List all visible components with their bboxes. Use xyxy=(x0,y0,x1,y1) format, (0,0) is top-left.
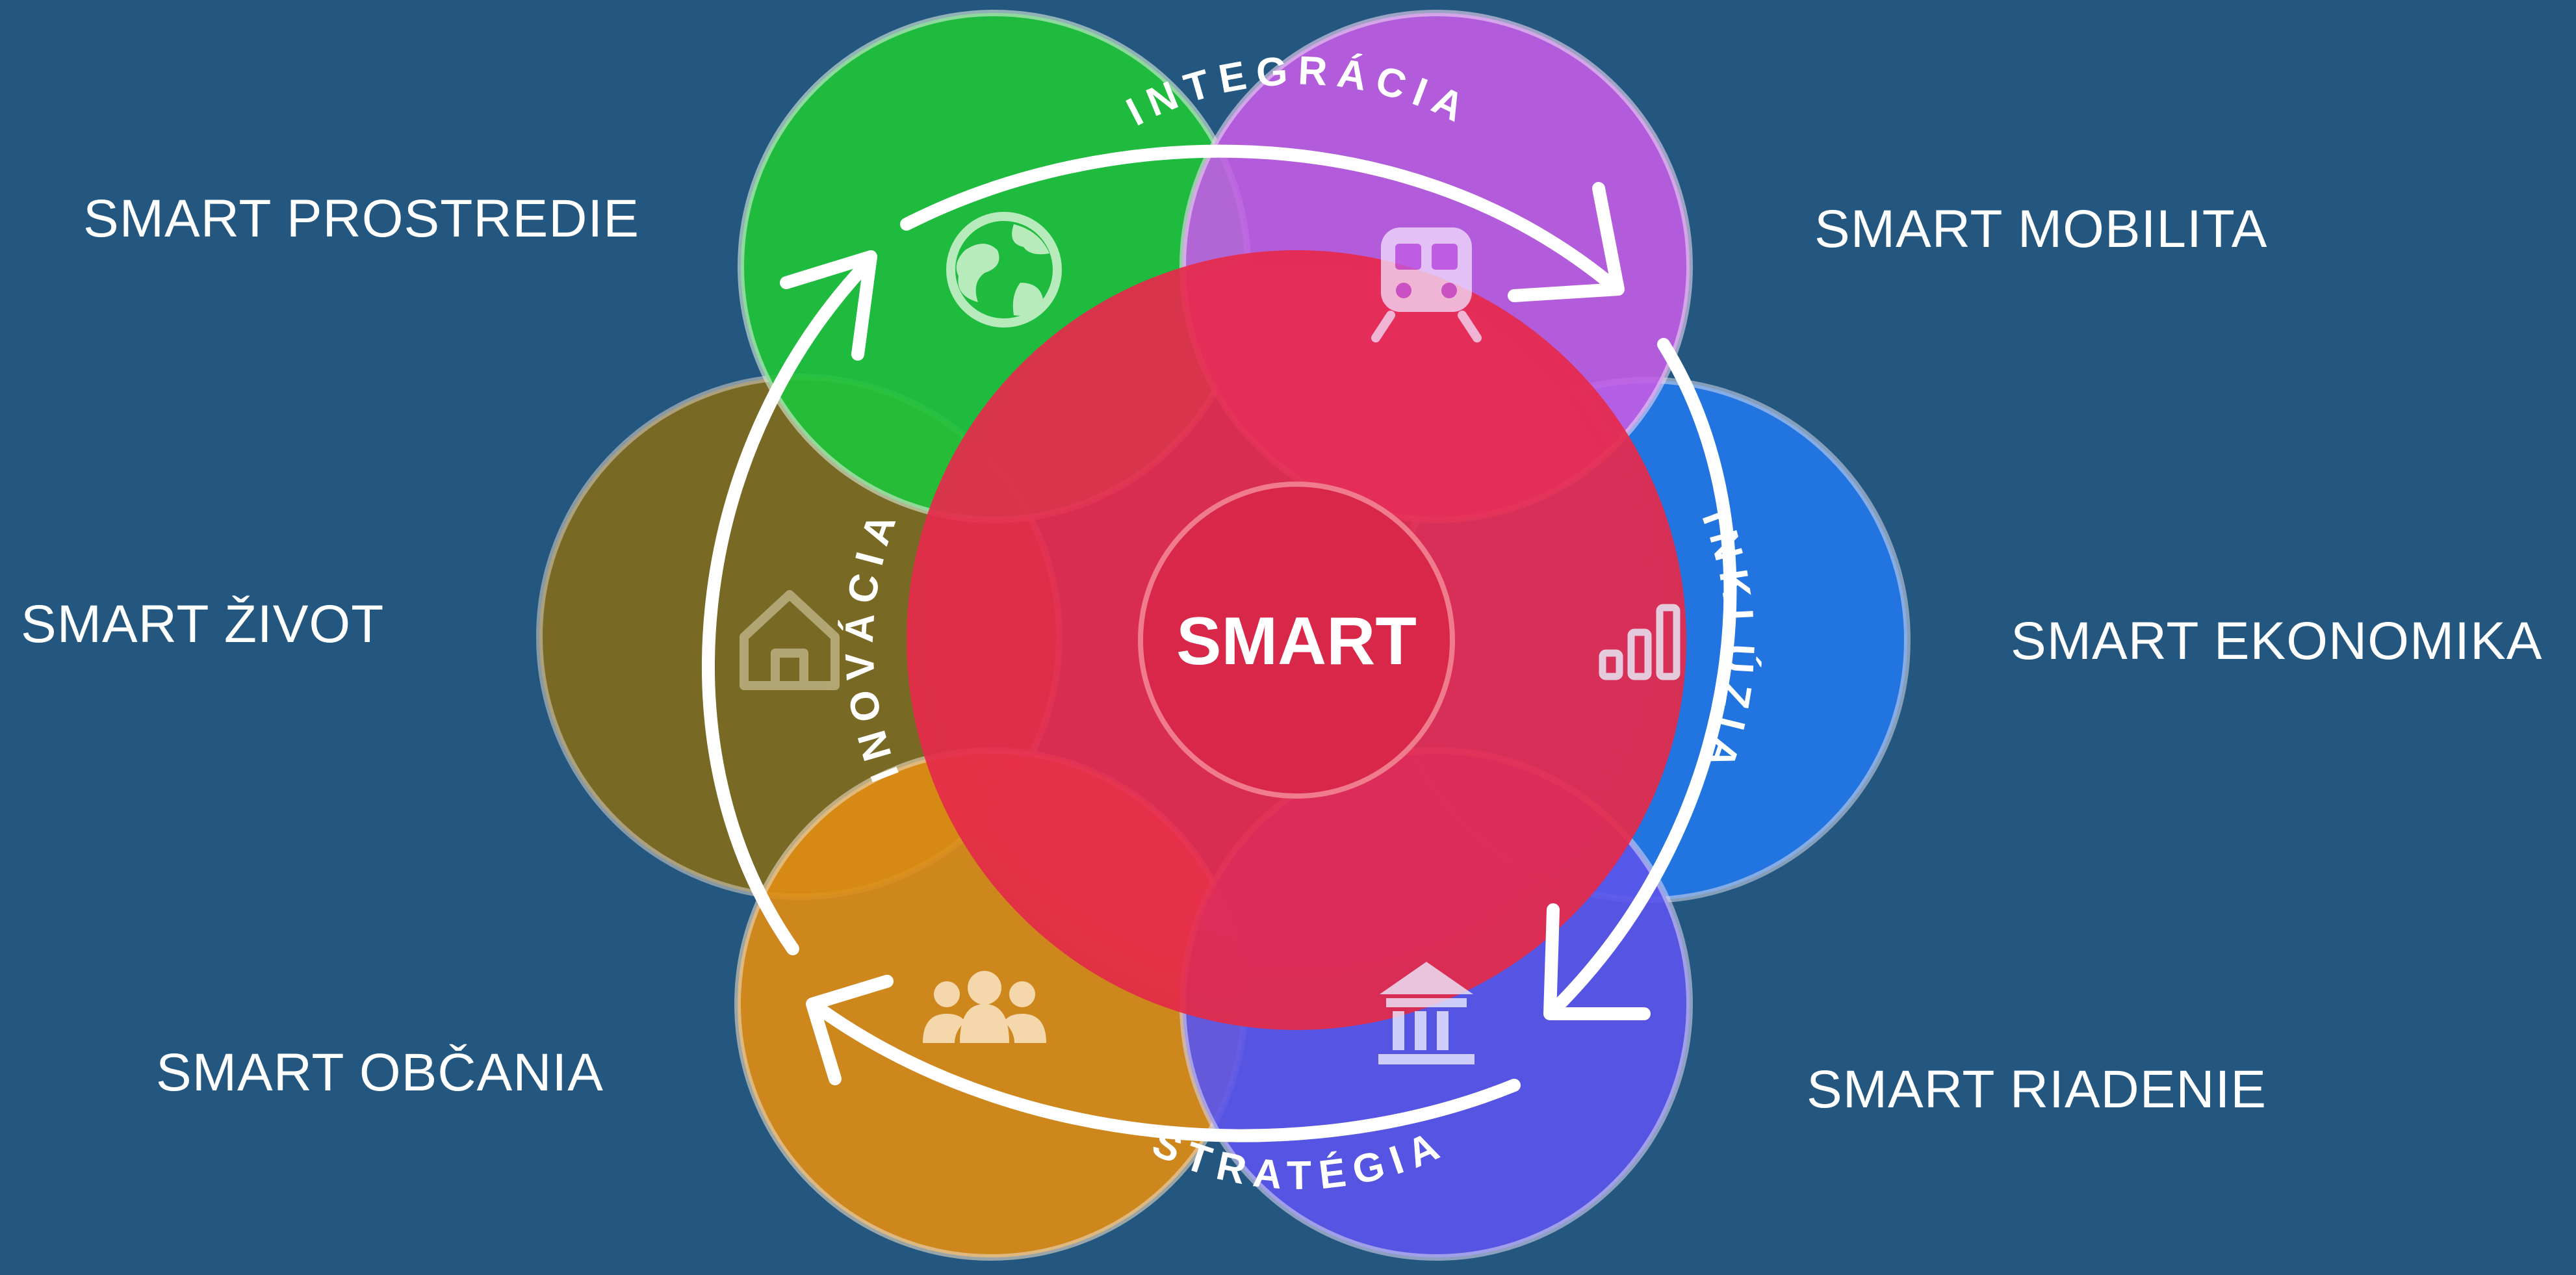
label-smart-ekonomika: SMART EKONOMIKA xyxy=(2011,612,2543,671)
people-group-icon xyxy=(923,971,1046,1043)
arrow-bottom xyxy=(816,1004,1521,1142)
arrow-left xyxy=(702,260,871,955)
label-smart-obcania: SMART OBČANIA xyxy=(156,1043,604,1102)
arrow-right xyxy=(1553,338,1737,1011)
label-smart-mobilita: SMART MOBILITA xyxy=(1814,200,2268,259)
arrowhead-top xyxy=(1508,182,1625,302)
label-smart-riadenie: SMART RIADENIE xyxy=(1807,1060,2267,1119)
arrowhead-right xyxy=(1543,903,1651,1020)
home-icon xyxy=(740,590,840,690)
label-smart-prostredie: SMART PROSTREDIE xyxy=(83,189,639,248)
center-label: SMART xyxy=(1176,604,1417,679)
bar-chart-icon xyxy=(1599,604,1681,680)
arrowhead-bottom xyxy=(806,975,894,1085)
globe-icon xyxy=(946,212,1062,328)
center-disc xyxy=(1138,482,1455,799)
arrowhead-left xyxy=(780,250,877,361)
label-smart-zivot: SMART ŽIVOT xyxy=(21,595,385,654)
cycle-arrows xyxy=(702,144,1737,1142)
train-icon xyxy=(1371,227,1482,342)
arrow-top xyxy=(900,144,1612,286)
government-building-icon xyxy=(1378,962,1475,1064)
